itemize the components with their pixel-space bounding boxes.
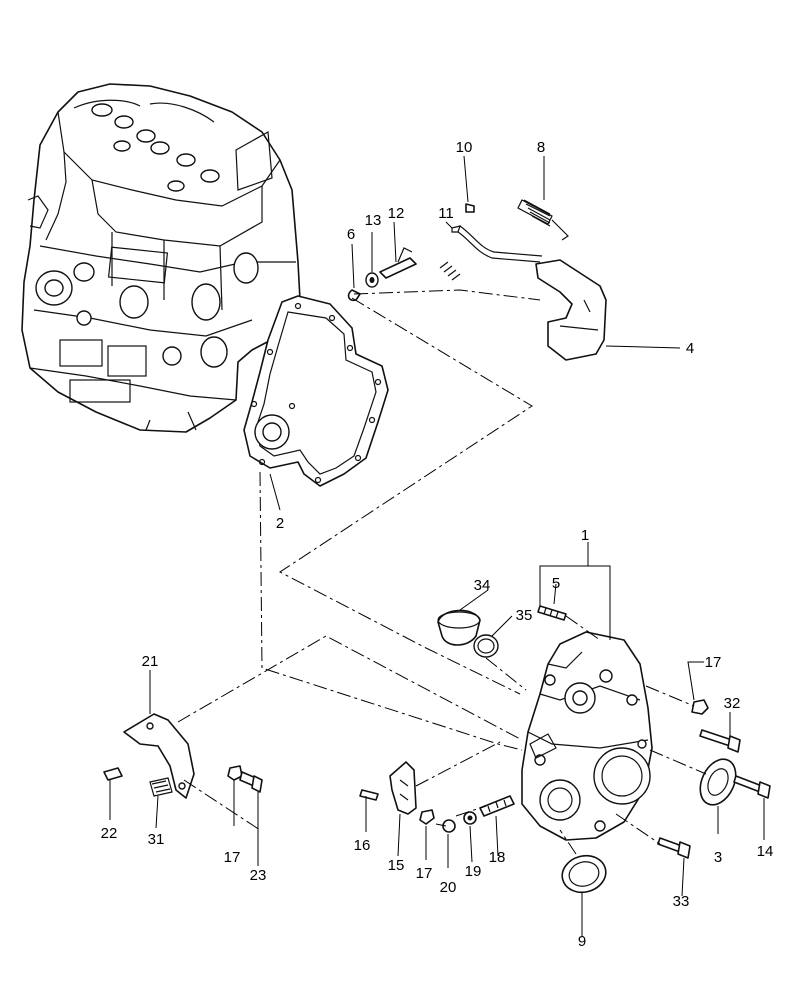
callout-11: 11 bbox=[438, 205, 454, 222]
gasket bbox=[243, 295, 389, 487]
governor-lever-assembly bbox=[347, 199, 607, 361]
callout-32: 32 bbox=[724, 695, 741, 712]
callout-20: 20 bbox=[440, 879, 457, 896]
callout-14: 14 bbox=[757, 843, 774, 860]
callout-15: 15 bbox=[388, 857, 405, 874]
callout-3: 3 bbox=[714, 849, 722, 866]
gear-case bbox=[521, 631, 653, 841]
callout-23: 23 bbox=[250, 867, 267, 884]
callout-13: 13 bbox=[365, 212, 382, 229]
small-parts bbox=[103, 605, 771, 894]
callout-22: 22 bbox=[101, 825, 118, 842]
callout-4: 4 bbox=[686, 340, 694, 357]
engine-block bbox=[21, 83, 301, 433]
callout-18: 18 bbox=[489, 849, 506, 866]
callout-21: 21 bbox=[142, 653, 159, 670]
callout-31: 31 bbox=[148, 831, 165, 848]
callout-1: 1 bbox=[581, 527, 589, 544]
callout-17-middle: 17 bbox=[416, 865, 433, 882]
callout-10: 10 bbox=[456, 139, 473, 156]
callout-6: 6 bbox=[347, 226, 355, 243]
callout-8: 8 bbox=[537, 139, 545, 156]
callout-5: 5 bbox=[552, 575, 560, 592]
callout-17-right: 17 bbox=[705, 654, 722, 671]
callout-33: 33 bbox=[673, 893, 690, 910]
callout-12: 12 bbox=[388, 205, 405, 222]
callout-35: 35 bbox=[516, 607, 533, 624]
leader-lines bbox=[109, 155, 765, 936]
callout-34: 34 bbox=[474, 577, 491, 594]
callout-17-left: 17 bbox=[224, 849, 241, 866]
callout-19: 19 bbox=[465, 863, 482, 880]
callout-9: 9 bbox=[578, 933, 586, 950]
assembly-lines bbox=[177, 289, 707, 855]
callouts: 1 2 3 4 5 6 8 9 10 11 12 13 14 15 16 17 … bbox=[101, 139, 774, 950]
callout-16: 16 bbox=[354, 837, 371, 854]
callout-2: 2 bbox=[276, 515, 284, 532]
